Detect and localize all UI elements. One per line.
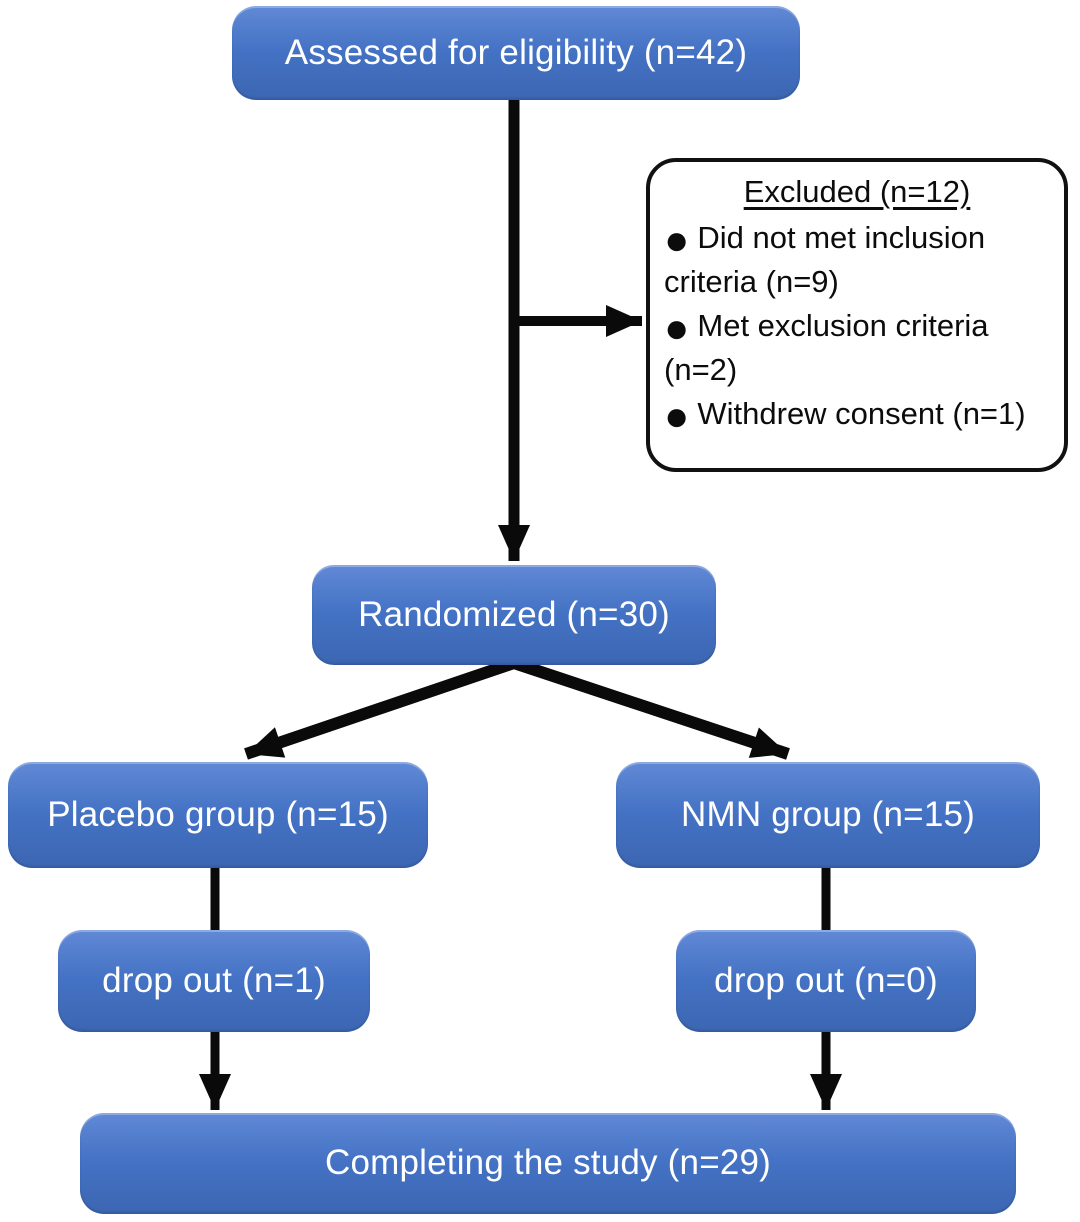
node-nmn-group: NMN group (n=15)	[616, 762, 1040, 868]
excluded-item-text: Did not met inclusion criteria (n=9)	[664, 220, 986, 300]
excluded-title: Excluded (n=12)	[743, 174, 971, 209]
node-randomized-label: Randomized (n=30)	[358, 594, 670, 634]
node-placebo-group: Placebo group (n=15)	[8, 762, 428, 868]
excluded-item: ●Met exclusion criteria (n=2)	[664, 304, 989, 388]
node-randomized: Randomized (n=30)	[312, 565, 716, 665]
node-placebo-label: Placebo group (n=15)	[47, 794, 389, 834]
node-dropout-placebo: drop out (n=1)	[58, 930, 370, 1032]
excluded-item: ●Did not met inclusion criteria (n=9)	[664, 216, 986, 300]
excluded-item-text: Met exclusion criteria (n=2)	[664, 308, 989, 388]
node-dropout-nmn: drop out (n=0)	[676, 930, 976, 1032]
node-dropout-nmn-label: drop out (n=0)	[714, 960, 938, 1000]
node-assessed-label: Assessed for eligibility (n=42)	[284, 32, 748, 72]
connector-randomized-to-placebo	[244, 657, 516, 760]
node-assessed-for-eligibility: Assessed for eligibility (n=42)	[232, 6, 800, 100]
excluded-item-text: Withdrew consent (n=1)	[697, 396, 1026, 432]
excluded-box: Excluded (n=12) ●Did not met inclusion c…	[646, 158, 1068, 472]
node-nmn-label: NMN group (n=15)	[680, 794, 976, 834]
excluded-item: ●Withdrew consent (n=1)	[664, 392, 1026, 440]
node-completing-study: Completing the study (n=29)	[80, 1113, 1016, 1214]
node-dropout-placebo-label: drop out (n=1)	[102, 960, 326, 1000]
connector-randomized-to-nmn	[512, 657, 790, 760]
node-completing-label: Completing the study (n=29)	[324, 1143, 772, 1183]
